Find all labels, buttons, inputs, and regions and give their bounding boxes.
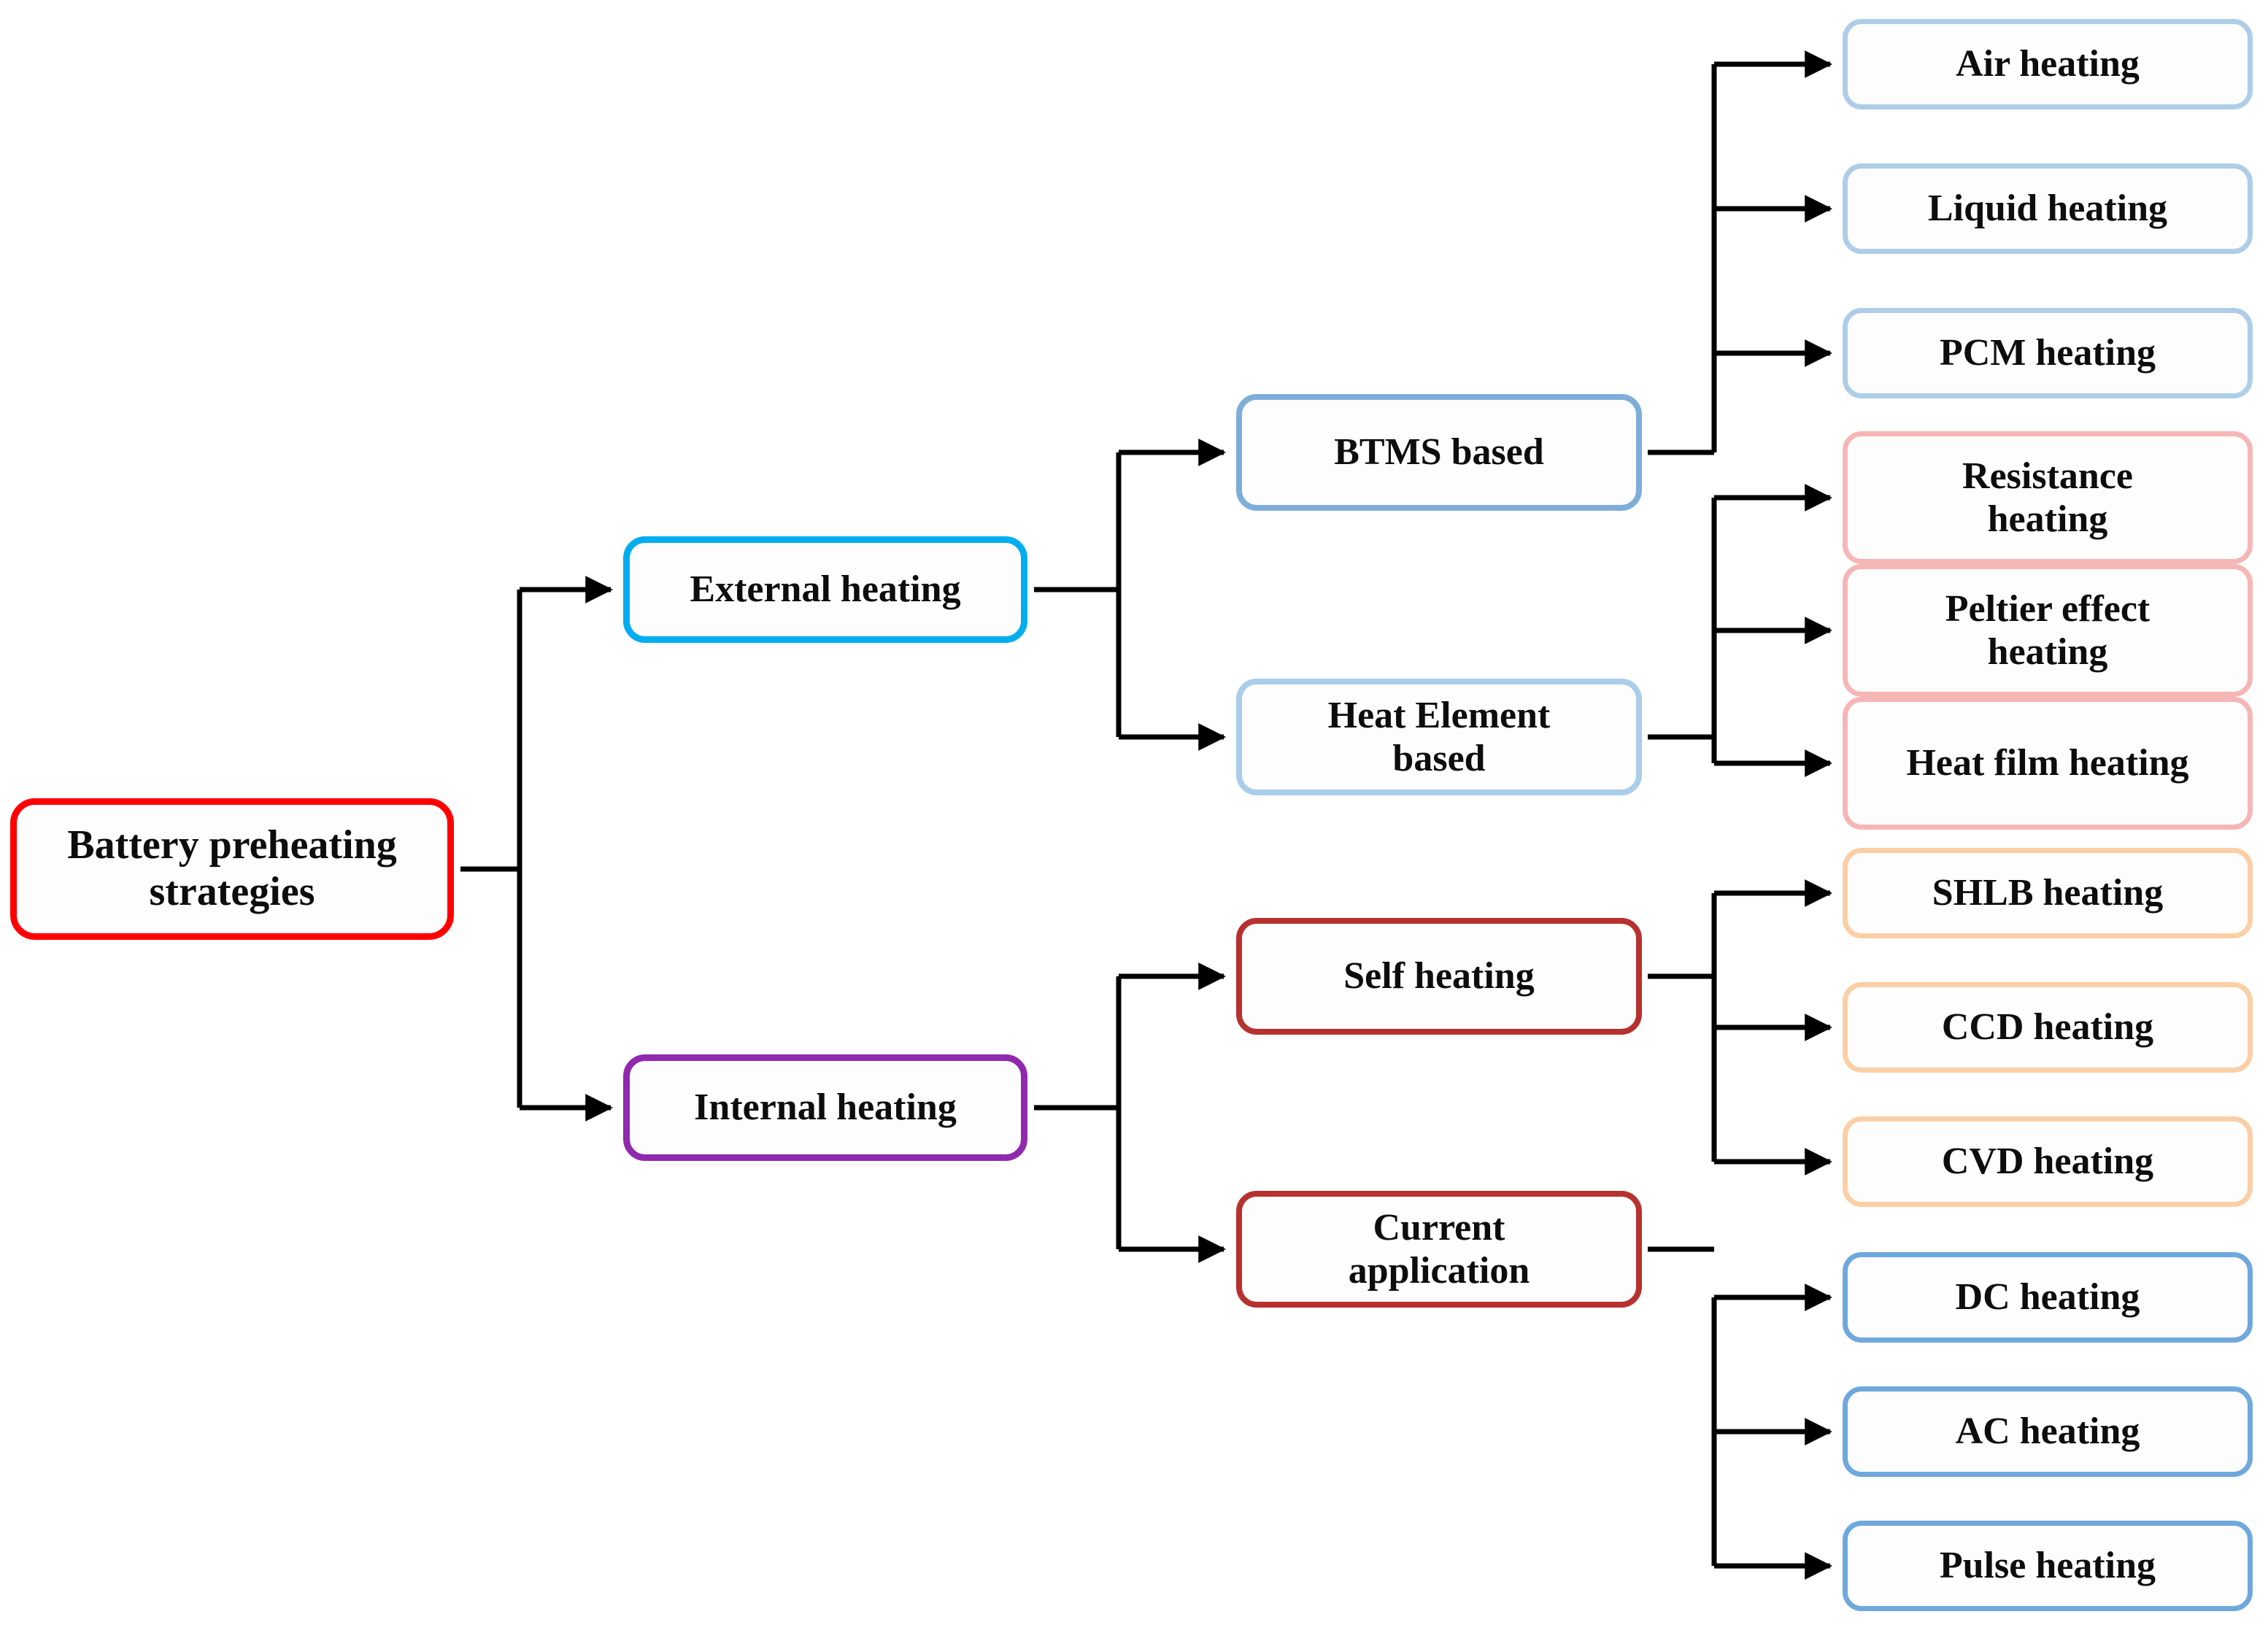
node-shlb-heating[interactable]: SHLB heating <box>1843 848 2253 938</box>
node-battery-preheating-strategies[interactable]: Battery preheating strategies <box>10 798 454 940</box>
node-self-heating[interactable]: Self heating <box>1236 918 1642 1035</box>
node-current-application[interactable]: Current application <box>1236 1191 1642 1308</box>
node-external-heating[interactable]: External heating <box>623 536 1027 643</box>
node-dc-heating[interactable]: DC heating <box>1843 1252 2253 1343</box>
node-ccd-heating[interactable]: CCD heating <box>1843 982 2253 1073</box>
node-peltier-effect-heating[interactable]: Peltier effect heating <box>1843 564 2253 697</box>
node-heat-element-based[interactable]: Heat Element based <box>1236 679 1642 795</box>
node-pulse-heating[interactable]: Pulse heating <box>1843 1521 2253 1611</box>
node-btms-based[interactable]: BTMS based <box>1236 394 1642 511</box>
node-heat-film-heating[interactable]: Heat film heating <box>1843 697 2253 830</box>
node-resistance-heating[interactable]: Resistance heating <box>1843 431 2253 564</box>
node-ac-heating[interactable]: AC heating <box>1843 1386 2253 1477</box>
node-pcm-heating[interactable]: PCM heating <box>1843 308 2253 398</box>
node-liquid-heating[interactable]: Liquid heating <box>1843 163 2253 254</box>
node-air-heating[interactable]: Air heating <box>1843 19 2253 109</box>
node-cvd-heating[interactable]: CVD heating <box>1843 1116 2253 1207</box>
node-internal-heating[interactable]: Internal heating <box>623 1054 1027 1161</box>
